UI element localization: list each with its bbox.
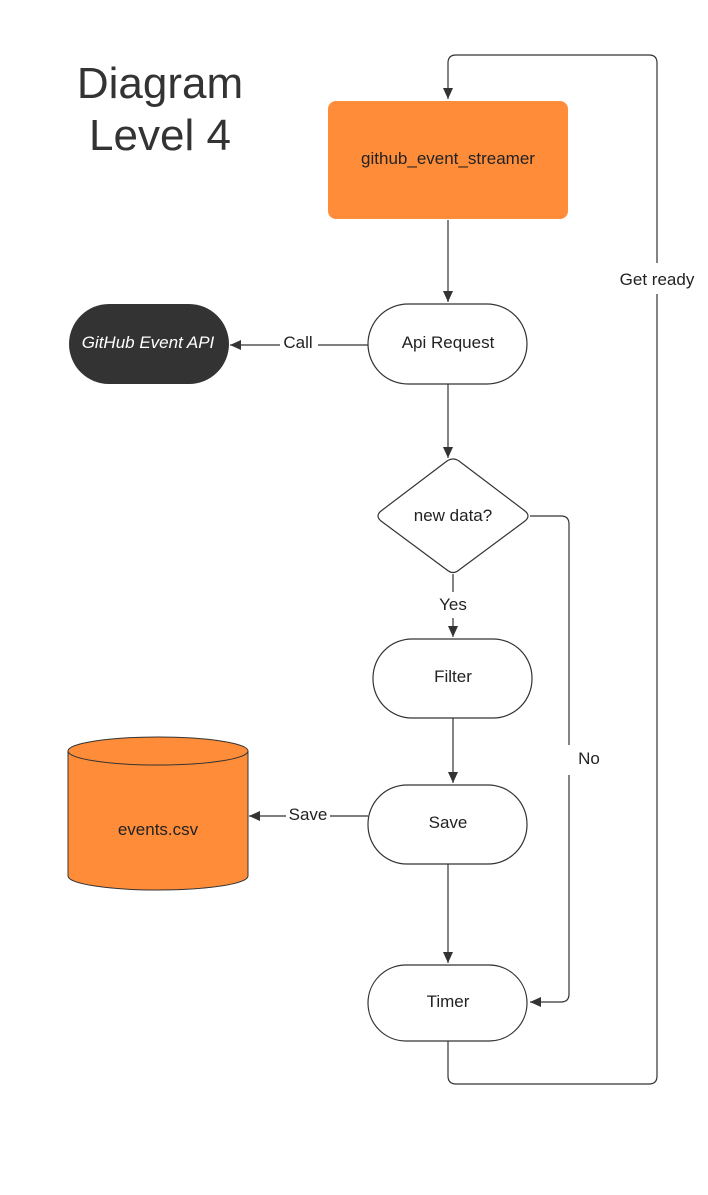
title-line-2: Level 4 [89,111,231,160]
edge-timer-loop-to-streamer [448,54,658,1085]
node-decision[interactable]: new data? [377,458,529,574]
node-filter-label: Filter [434,667,472,686]
node-streamer[interactable]: github_event_streamer [328,101,568,219]
node-save[interactable]: Save [367,784,528,865]
edge-label-no: No [578,749,600,768]
node-events-csv[interactable]: events.csv [67,736,249,891]
edge-label-get-ready: Get ready [620,270,695,289]
diagram-title: Diagram Level 4 [40,58,280,162]
node-events-csv-label: events.csv [118,820,199,839]
node-api-request-label: Api Request [402,333,495,352]
node-timer-label: Timer [427,992,470,1011]
node-filter[interactable]: Filter [372,638,533,719]
node-timer[interactable]: Timer [367,964,528,1042]
edge-label-yes: Yes [439,595,467,614]
node-github-api[interactable]: GitHub Event API [69,304,229,384]
node-api-request[interactable]: Api Request [367,303,528,385]
edge-label-call: Call [283,333,312,352]
node-github-api-label: GitHub Event API [82,333,215,352]
node-save-label: Save [429,813,468,832]
edge-decision-to-timer [530,515,570,1002]
title-line-1: Diagram [76,59,244,108]
edge-label-save: Save [289,805,328,824]
node-decision-label: new data? [414,506,492,525]
node-streamer-label: github_event_streamer [361,149,535,168]
